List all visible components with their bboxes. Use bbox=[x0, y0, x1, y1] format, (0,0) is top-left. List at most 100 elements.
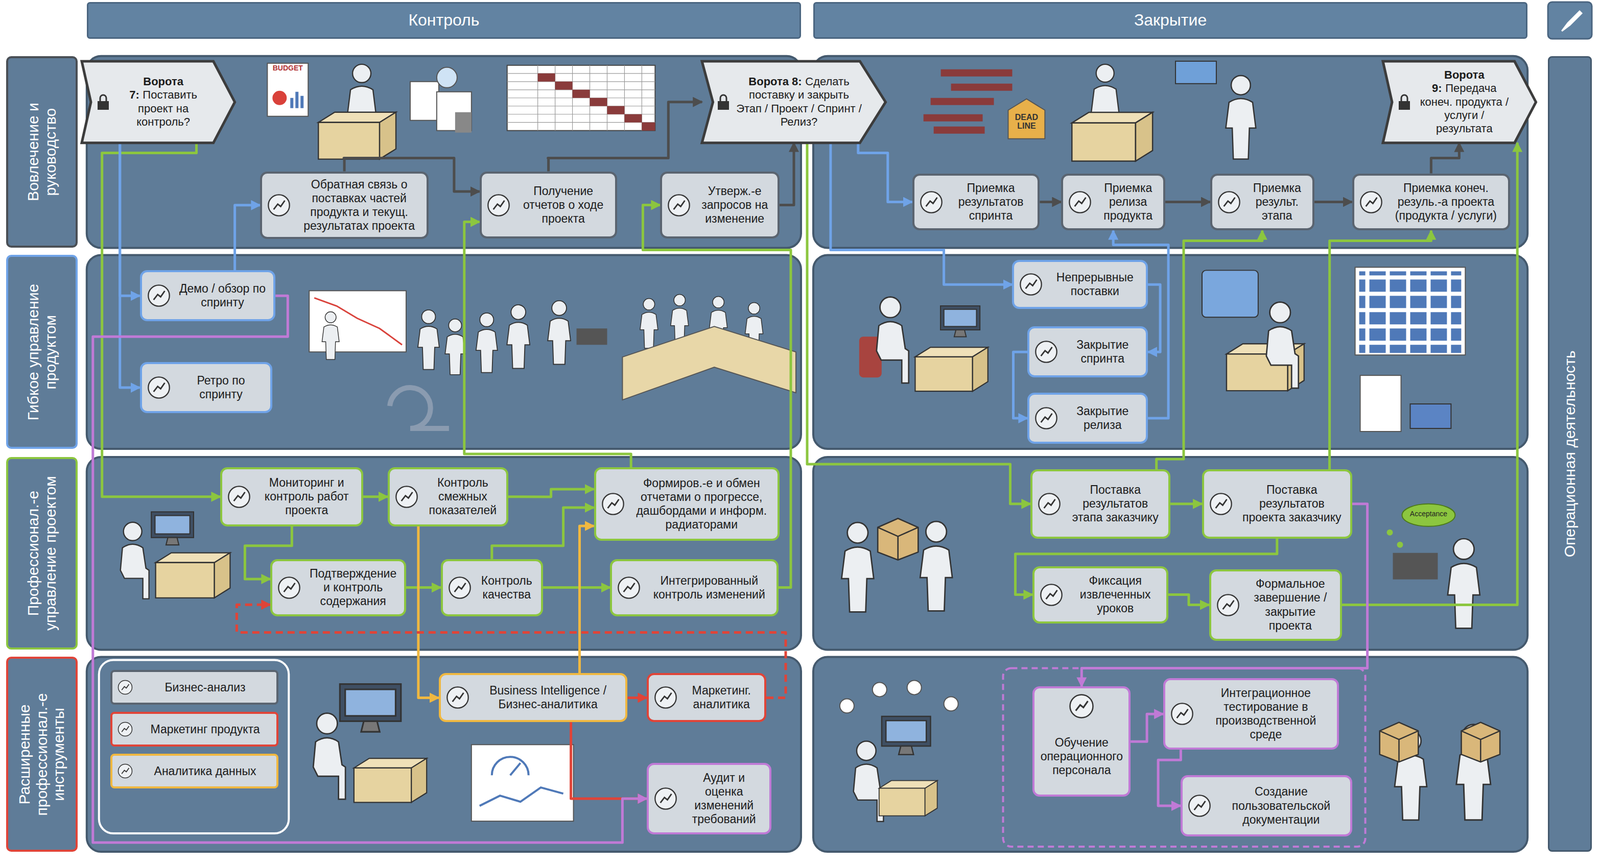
text-block: Получение отчетов о ходе проекта bbox=[515, 184, 612, 226]
icon-circle bbox=[1360, 191, 1382, 213]
icon-circle bbox=[118, 764, 132, 779]
icon-glyph bbox=[623, 582, 635, 592]
icon-glyph bbox=[1046, 590, 1058, 599]
person bbox=[313, 713, 346, 800]
icon-circle bbox=[1210, 493, 1232, 515]
node-label: Приемка релиза продукта bbox=[1096, 181, 1160, 223]
burndown-chart bbox=[309, 290, 407, 352]
connector bbox=[1130, 714, 1164, 742]
person bbox=[876, 297, 909, 384]
connector bbox=[1314, 200, 1353, 204]
node-label: Интеграционное тестирование в производст… bbox=[1198, 686, 1333, 743]
connector bbox=[120, 143, 140, 297]
lock-icon bbox=[1394, 91, 1415, 113]
box-icon bbox=[1039, 583, 1064, 607]
box-icon bbox=[667, 193, 691, 218]
desk bbox=[879, 781, 938, 817]
desk bbox=[1071, 112, 1153, 162]
icon-circle bbox=[148, 285, 170, 307]
desk bbox=[914, 347, 988, 392]
node-label: Интегрированный контроль изменений bbox=[645, 574, 773, 602]
box-icon bbox=[919, 190, 944, 215]
node-label: Вовлечение и руководство bbox=[24, 73, 59, 231]
icon-glyph bbox=[673, 200, 686, 209]
person bbox=[476, 313, 498, 373]
crate bbox=[877, 518, 919, 560]
icon-glyph bbox=[1224, 197, 1236, 206]
node-label: Поставить проект на контроль? bbox=[136, 88, 198, 129]
text-block: Интеграционное тестирование в производст… bbox=[1198, 686, 1333, 743]
box-node: Подтверждение и контроль содержания bbox=[270, 559, 407, 617]
icon-circle bbox=[1217, 594, 1239, 616]
node-label: Фиксация извлеченных уроков bbox=[1068, 574, 1163, 616]
icon-glyph bbox=[153, 383, 165, 392]
box-node: Получение отчетов о ходе проекта bbox=[479, 171, 618, 240]
node-label: Расширенные профессионал.-е инструменты bbox=[16, 674, 68, 835]
icon-glyph bbox=[284, 582, 296, 592]
box-node: Формиров.-е и обмен отчетами о прогрессе… bbox=[594, 467, 781, 541]
icon-glyph bbox=[1074, 197, 1087, 206]
icon-glyph bbox=[121, 726, 129, 733]
monitor bbox=[881, 716, 931, 756]
finance-doc bbox=[410, 81, 439, 121]
box-icon bbox=[1019, 272, 1043, 297]
box-icon bbox=[448, 576, 472, 600]
text-block: Закрытие bbox=[1134, 10, 1207, 30]
laptop bbox=[1393, 553, 1439, 580]
illustration-label: Acceptance bbox=[1401, 510, 1455, 519]
box-node: Утверж.-е запросов на изменение bbox=[660, 171, 780, 240]
gate-outline bbox=[1382, 61, 1537, 144]
text-block: Демо / обзор по спринту bbox=[175, 281, 270, 310]
icon-glyph bbox=[153, 291, 165, 300]
connector bbox=[1165, 200, 1211, 204]
kanban-board bbox=[1355, 267, 1466, 356]
connector bbox=[92, 295, 648, 843]
box-icon bbox=[617, 576, 641, 600]
box-icon bbox=[486, 193, 511, 218]
connector bbox=[363, 495, 388, 499]
box-icon bbox=[1187, 794, 1212, 818]
text-block: Закрытие спринта bbox=[1063, 338, 1142, 366]
icon-glyph bbox=[660, 794, 672, 804]
meeting-table bbox=[622, 326, 796, 400]
desk bbox=[318, 112, 396, 160]
node-label: Гибкое управление продуктом bbox=[24, 272, 59, 432]
icon-circle bbox=[449, 577, 470, 599]
box-icon bbox=[445, 686, 470, 710]
text-block: Контроль bbox=[408, 10, 480, 30]
connector bbox=[418, 526, 439, 699]
text-block: Поставка результатов проекта заказчику bbox=[1237, 483, 1347, 525]
parcel bbox=[1175, 61, 1217, 84]
lock-shackle bbox=[100, 95, 107, 102]
icon-circle bbox=[920, 191, 942, 213]
text-block: Утверж.-е запросов на изменение bbox=[695, 184, 774, 226]
icon-circle bbox=[618, 577, 640, 599]
row-node: Профессионал.-е управление проектом bbox=[6, 457, 78, 651]
box-node: Контроль смежных показателей bbox=[387, 467, 509, 527]
icon-circle bbox=[1036, 407, 1057, 429]
box-node: Business Intelligence / Бизнес-аналитика bbox=[438, 673, 628, 723]
node-label: Закрытие релиза bbox=[1063, 404, 1142, 433]
op-node: Операционная деятельность bbox=[1547, 56, 1592, 853]
person bbox=[1447, 538, 1480, 629]
box-node: Поставка результатов проекта заказчику bbox=[1202, 469, 1353, 539]
rocket-box bbox=[1547, 2, 1592, 39]
lock-body bbox=[1398, 101, 1410, 110]
text-block: Ворота 8:Сделать поставку и закрыть Этап… bbox=[735, 75, 863, 130]
box-node: Приемка результ. этапа bbox=[1210, 173, 1315, 231]
illustration-label: BUDGET bbox=[267, 64, 309, 73]
icon-circle bbox=[118, 722, 132, 737]
icon-circle bbox=[1020, 274, 1042, 296]
row-node: Гибкое управление продуктом bbox=[6, 254, 78, 450]
gate-outline bbox=[81, 61, 235, 144]
icon-glyph bbox=[1222, 600, 1235, 609]
gantt-bars bbox=[537, 73, 656, 131]
monitor bbox=[940, 306, 980, 337]
box-icon bbox=[1034, 340, 1058, 364]
monitor bbox=[339, 684, 401, 733]
connector bbox=[627, 696, 647, 700]
box-icon bbox=[1068, 693, 1095, 720]
icon-glyph bbox=[1365, 197, 1377, 206]
lock-icon bbox=[92, 91, 114, 113]
tool-node: Бизнес-анализ bbox=[110, 670, 279, 705]
